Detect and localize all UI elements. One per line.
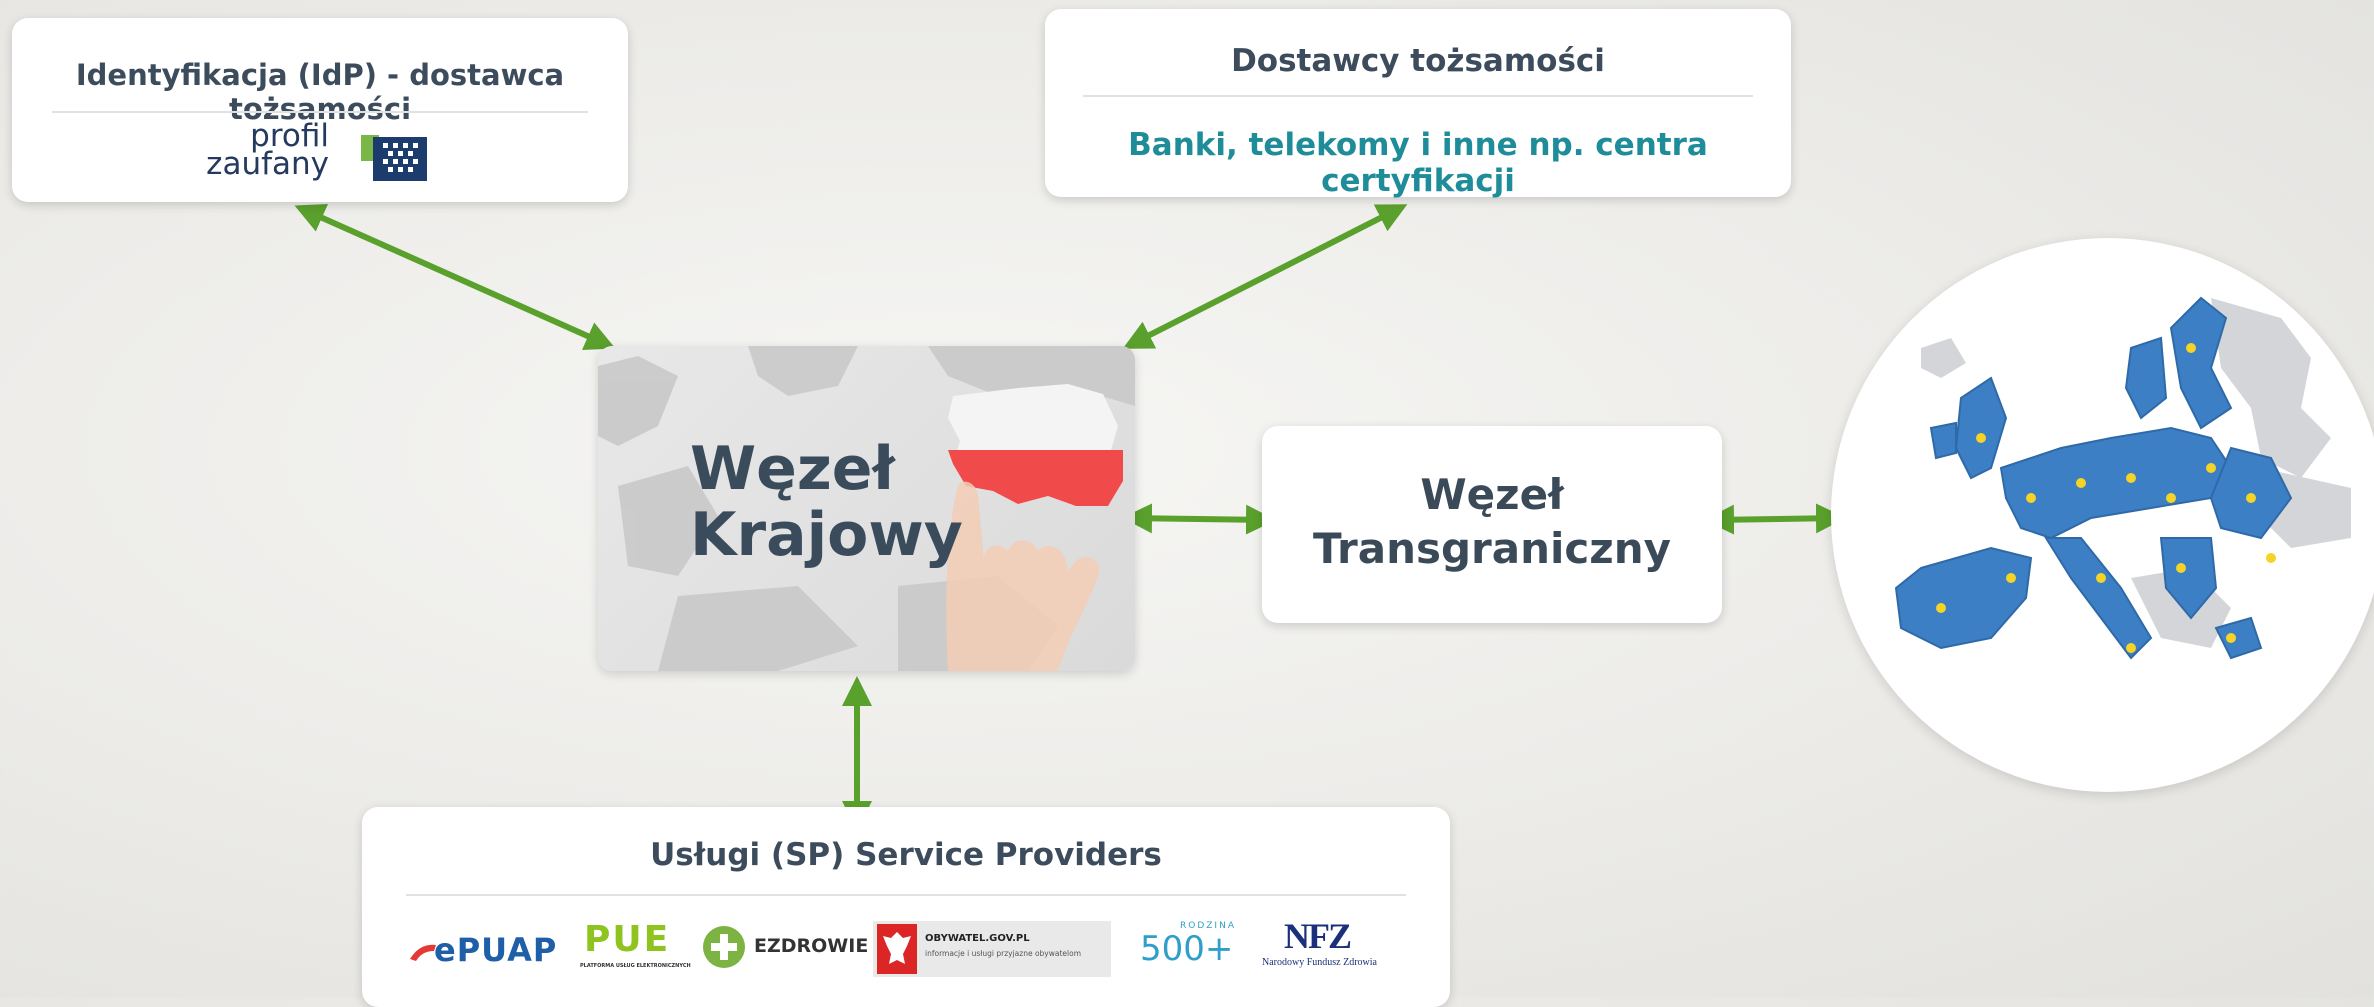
cross-border-node-line2: Transgraniczny [1312, 524, 1672, 573]
arrow-crossborder-eu [1704, 503, 1846, 535]
europe-map-background [598, 346, 1135, 671]
national-node-line1: Węzeł [690, 434, 895, 504]
identity-providers-title: Dostawcy tożsamości [1231, 43, 1605, 79]
arrow-idp-national [294, 204, 616, 350]
ezdrowie-logo-text: EZDROWIE [754, 935, 869, 957]
identity-providers-divider [1083, 95, 1753, 97]
arrow-national-crossborder [1122, 503, 1276, 535]
idp-title: Identyfikacja (IdP) - dostawca tożsamośc… [75, 58, 565, 126]
rodzina-500-logo: RODZINA 500+ [1140, 921, 1240, 971]
profil-zaufany-icon [361, 135, 427, 181]
arrow-providers-national [1122, 204, 1408, 349]
cross-border-node: Węzeł Transgraniczny [1262, 426, 1722, 623]
identity-providers-card: Dostawcy tożsamości Banki, telekomy i in… [1045, 9, 1791, 199]
obywatel-subtitle: informacje i usługi przyjazne obywatelom [925, 949, 1082, 958]
eu-map-image [1894, 296, 2351, 660]
obywatel-title: OBYWATEL.GOV.PL [925, 933, 1030, 944]
nfz-logo: NFZ Narodowy Fundusz Zdrowia [1262, 915, 1412, 977]
profil-zaufany-logo: profil zaufany [197, 118, 437, 188]
cross-border-node-line1: Węzeł [1420, 470, 1564, 519]
nfz-subtitle: Narodowy Fundusz Zdrowia [1262, 957, 1377, 968]
national-node-label: Węzeł Krajowy [690, 436, 963, 568]
ezdrowie-logo: EZDROWIE [702, 925, 868, 971]
idp-card: Identyfikacja (IdP) - dostawca tożsamośc… [12, 18, 628, 202]
nfz-big-text: NFZ [1284, 916, 1352, 956]
ezdrowie-cross-icon [703, 926, 745, 968]
pue-logo-caption: PLATFORMA USŁUG ELEKTRONICZNYCH [580, 963, 691, 969]
polish-eagle-icon [877, 924, 917, 974]
idp-divider [52, 111, 588, 113]
pue-logo-text: PUE [584, 919, 671, 960]
service-providers-card: Usługi (SP) Service Providers ePUAP PUE … [362, 807, 1450, 1007]
hand-illustration [946, 481, 1099, 671]
epuap-swoosh-icon [410, 944, 436, 961]
profil-logo-line1: profil [250, 118, 329, 154]
service-providers-title: Usługi (SP) Service Providers [650, 837, 1162, 873]
national-node: Węzeł Krajowy [598, 346, 1135, 671]
national-node-line2: Krajowy [690, 500, 963, 570]
service-providers-divider [406, 894, 1406, 896]
rodzina-big-text: 500+ [1140, 929, 1234, 969]
profil-logo-line2: zaufany [206, 146, 329, 182]
identity-providers-subtitle: Banki, telekomy i inne np. centra certyf… [1128, 127, 1708, 199]
rodzina-small-text: RODZINA [1180, 921, 1236, 931]
obywatel-gov-logo: OBYWATEL.GOV.PL informacje i usługi przy… [873, 921, 1111, 977]
cross-border-node-label: Węzeł Transgraniczny [1262, 468, 1722, 576]
epuap-logo: ePUAP [408, 927, 558, 971]
eu-map-circle [1831, 238, 2374, 792]
pue-logo: PUE PLATFORMA USŁUG ELEKTRONICZNYCH [580, 919, 691, 975]
epuap-logo-text: ePUAP [434, 931, 558, 969]
